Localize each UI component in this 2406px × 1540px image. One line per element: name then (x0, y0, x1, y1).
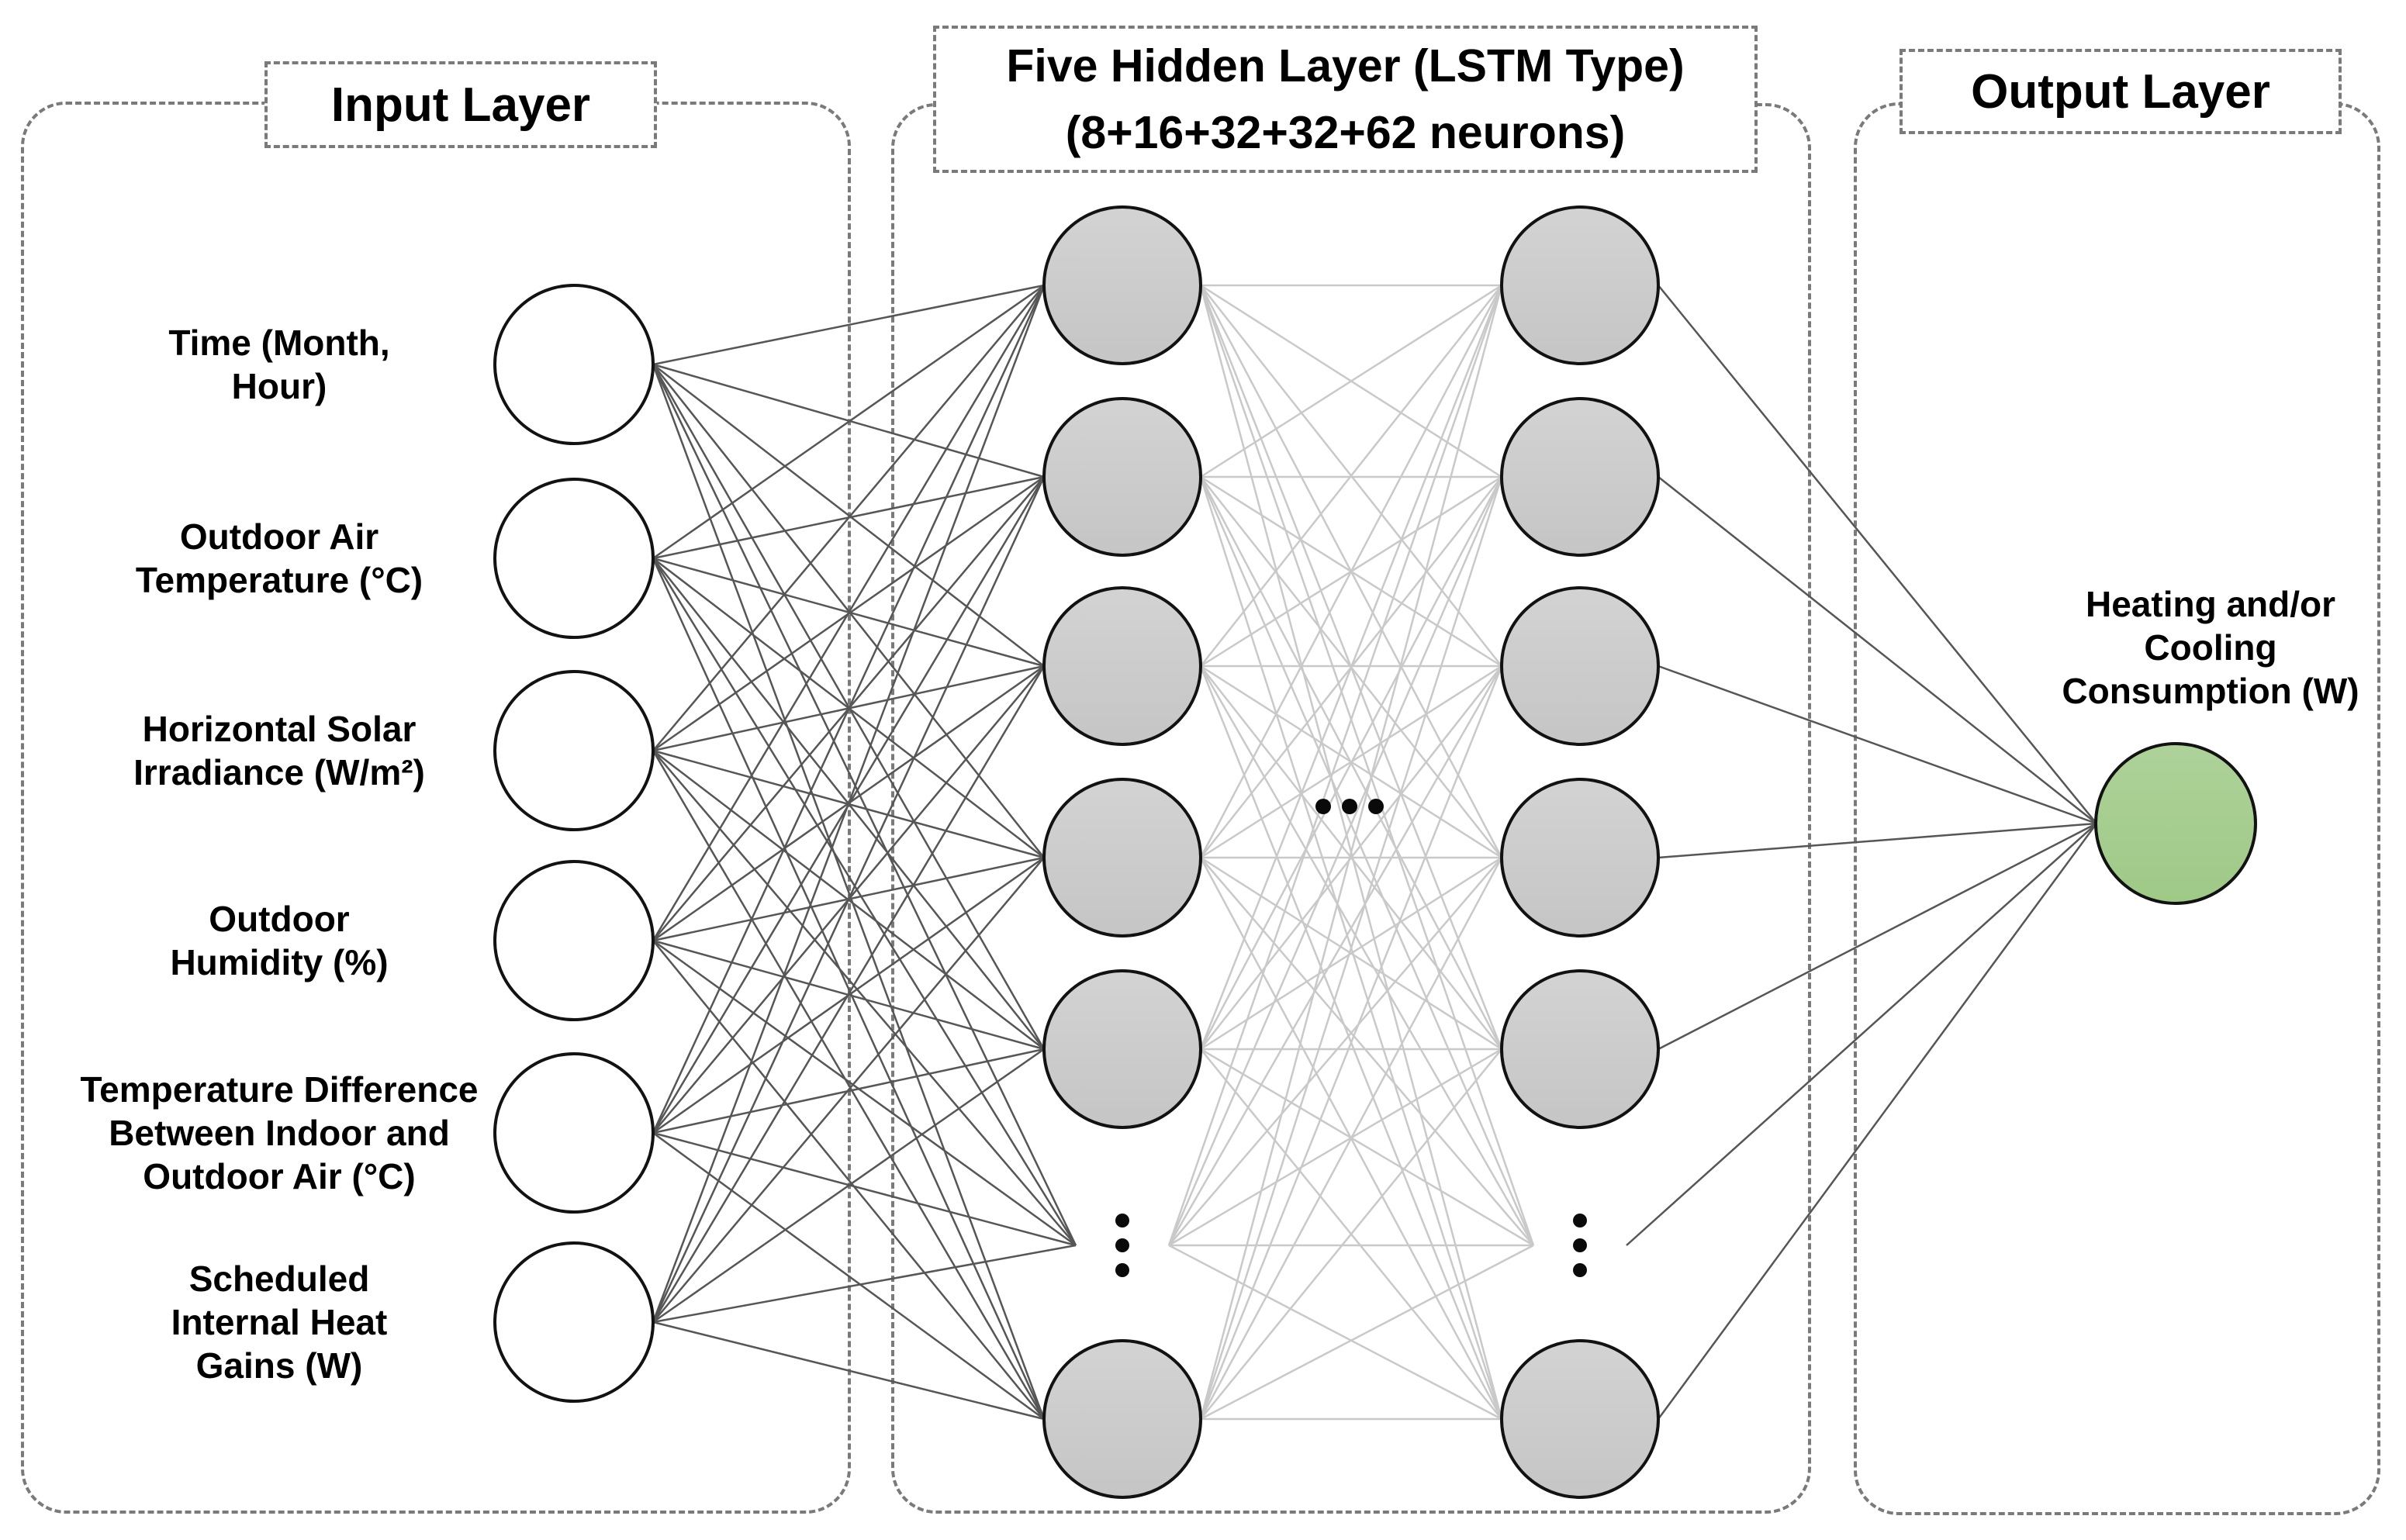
hidden2-node-2 (1500, 397, 1660, 557)
edge-hidden2-output (1658, 476, 2097, 824)
hidden2-node-5 (1500, 969, 1660, 1129)
edge-hidden1-hidden2 (1168, 1244, 1502, 1421)
edge-input-hidden1 (652, 476, 1046, 1323)
edge-hidden1-hidden2 (1167, 665, 1503, 1246)
edge-hidden1-hidden2 (1199, 476, 1503, 1420)
input-label-outdoor-air-temperature: Outdoor Air Temperature (°C) (135, 516, 423, 600)
hidden1-ellipsis-dot (1115, 1214, 1129, 1228)
edge-hidden1-hidden2 (1200, 1244, 1534, 1421)
input-node-3 (493, 670, 655, 831)
input-label-horizontal-solar-irradiance: Horizontal Solar Irradiance (W/m²) (133, 709, 425, 792)
middle-ellipsis-dot (1368, 799, 1384, 814)
input-layer-title: Input Layer (330, 78, 591, 132)
hidden2-node-6 (1500, 1339, 1660, 1499)
edge-hidden1-hidden2 (1167, 285, 1503, 1246)
edge-input-hidden1 (652, 284, 1045, 560)
input-node-4 (493, 860, 655, 1021)
hidden1-node-1 (1042, 205, 1202, 365)
edge-hidden2-output (1657, 823, 2098, 1420)
edge-hidden1-hidden2 (1200, 665, 1502, 1050)
edge-input-hidden1 (652, 558, 1046, 1420)
input-node-6 (493, 1241, 655, 1403)
hidden1-ellipsis-dot (1115, 1238, 1129, 1252)
hidden2-node-4 (1500, 778, 1660, 937)
edge-hidden1-hidden2 (1199, 285, 1503, 1050)
edge-hidden2-output (1658, 665, 2097, 825)
edge-input-hidden1 (652, 750, 1077, 1246)
output-layer-title: Output Layer (1971, 64, 2270, 119)
edge-hidden2-output (1658, 822, 2097, 859)
edge-input-hidden1 (652, 1131, 1045, 1421)
hidden2-ellipsis-dot (1573, 1238, 1587, 1252)
hidden2-ellipsis-dot (1573, 1214, 1587, 1228)
hidden-layer-title-line1: Five Hidden Layer (LSTM Type) (1006, 40, 1685, 92)
edge-input-hidden1 (652, 285, 1046, 1323)
edge-hidden1-hidden2 (1168, 1048, 1502, 1247)
hidden2-ellipsis-dot (1573, 1263, 1587, 1277)
input-layer-title-box: Input Layer (264, 61, 657, 148)
input-label-outdoor-humidity: Outdoor Humidity (%) (170, 899, 389, 982)
edge-hidden2-output (1626, 823, 2097, 1246)
edge-input-hidden1 (652, 285, 1045, 751)
edge-hidden1-hidden2 (1167, 476, 1503, 1246)
edge-input-hidden1 (652, 857, 1045, 1323)
edge-hidden1-hidden2 (1199, 665, 1503, 1420)
edge-hidden1-hidden2 (1199, 857, 1503, 1420)
input-label-time: Time (Month, Hour) (168, 323, 390, 406)
edge-input-hidden1 (652, 284, 1045, 366)
edge-hidden1-hidden2 (1200, 1048, 1534, 1247)
edge-input-hidden1 (652, 285, 1046, 1134)
hidden1-node-2 (1042, 397, 1202, 557)
edge-input-hidden1 (652, 364, 1045, 667)
edge-hidden1-hidden2 (1199, 476, 1535, 1246)
edge-hidden1-hidden2 (1199, 285, 1535, 1246)
hidden1-node-5 (1042, 969, 1202, 1129)
edge-hidden1-hidden2 (1200, 284, 1502, 478)
middle-ellipsis-dot (1315, 799, 1331, 814)
input-label-scheduled-internal-heat-gains: Scheduled Internal Heat Gains (W) (171, 1259, 388, 1386)
hidden-layer-title-box: Five Hidden Layer (LSTM Type) (8+16+32+3… (933, 26, 1758, 173)
input-node-5 (493, 1052, 655, 1214)
hidden2-node-3 (1500, 586, 1660, 746)
hidden1-node-6 (1042, 1339, 1202, 1499)
middle-ellipsis-dot (1342, 799, 1357, 814)
edge-hidden1-hidden2 (1168, 857, 1502, 1246)
edge-input-hidden1 (652, 1321, 1045, 1421)
edge-hidden1-hidden2 (1199, 476, 1503, 1050)
edge-input-hidden1 (652, 1131, 1077, 1247)
edge-input-hidden1 (652, 364, 1077, 1246)
output-node (2094, 742, 2257, 905)
edge-input-hidden1 (652, 940, 1045, 1420)
edge-hidden1-hidden2 (1200, 856, 1502, 1051)
input-label-temperature-difference: Temperature Difference Between Indoor an… (80, 1069, 479, 1196)
edge-hidden1-hidden2 (1199, 285, 1503, 858)
edge-hidden1-hidden2 (1200, 1048, 1502, 1420)
edge-hidden1-hidden2 (1199, 285, 1503, 1420)
hidden-layer-title-line2: (8+16+32+32+62 neurons) (1065, 107, 1626, 158)
output-label-heating-cooling-consumption: Heating and/or Cooling Consumption (W) (2062, 584, 2359, 711)
edge-input-hidden1 (652, 939, 1077, 1247)
hidden-layer-title: Five Hidden Layer (LSTM Type) (8+16+32+3… (936, 33, 1754, 166)
edge-hidden2-output (1658, 822, 2097, 1051)
edge-input-hidden1 (652, 285, 1046, 941)
hidden1-node-4 (1042, 778, 1202, 937)
edge-hidden1-hidden2 (1199, 665, 1535, 1246)
edge-hidden1-hidden2 (1200, 857, 1534, 1246)
input-node-1 (493, 284, 655, 445)
edge-input-hidden1 (652, 364, 1046, 1420)
edge-input-hidden1 (652, 1244, 1077, 1324)
hidden1-node-3 (1042, 586, 1202, 746)
edge-input-hidden1 (652, 558, 1077, 1246)
hidden1-ellipsis-dot (1115, 1263, 1129, 1277)
input-node-2 (493, 478, 655, 639)
edge-hidden2-output (1658, 285, 2097, 824)
hidden2-node-1 (1500, 205, 1660, 365)
output-layer-title-box: Output Layer (1900, 49, 2342, 134)
edge-hidden1-hidden2 (1200, 285, 1502, 667)
edge-input-hidden1 (652, 665, 1046, 1323)
edge-input-hidden1 (652, 1048, 1045, 1324)
edge-input-hidden1 (652, 750, 1046, 1420)
